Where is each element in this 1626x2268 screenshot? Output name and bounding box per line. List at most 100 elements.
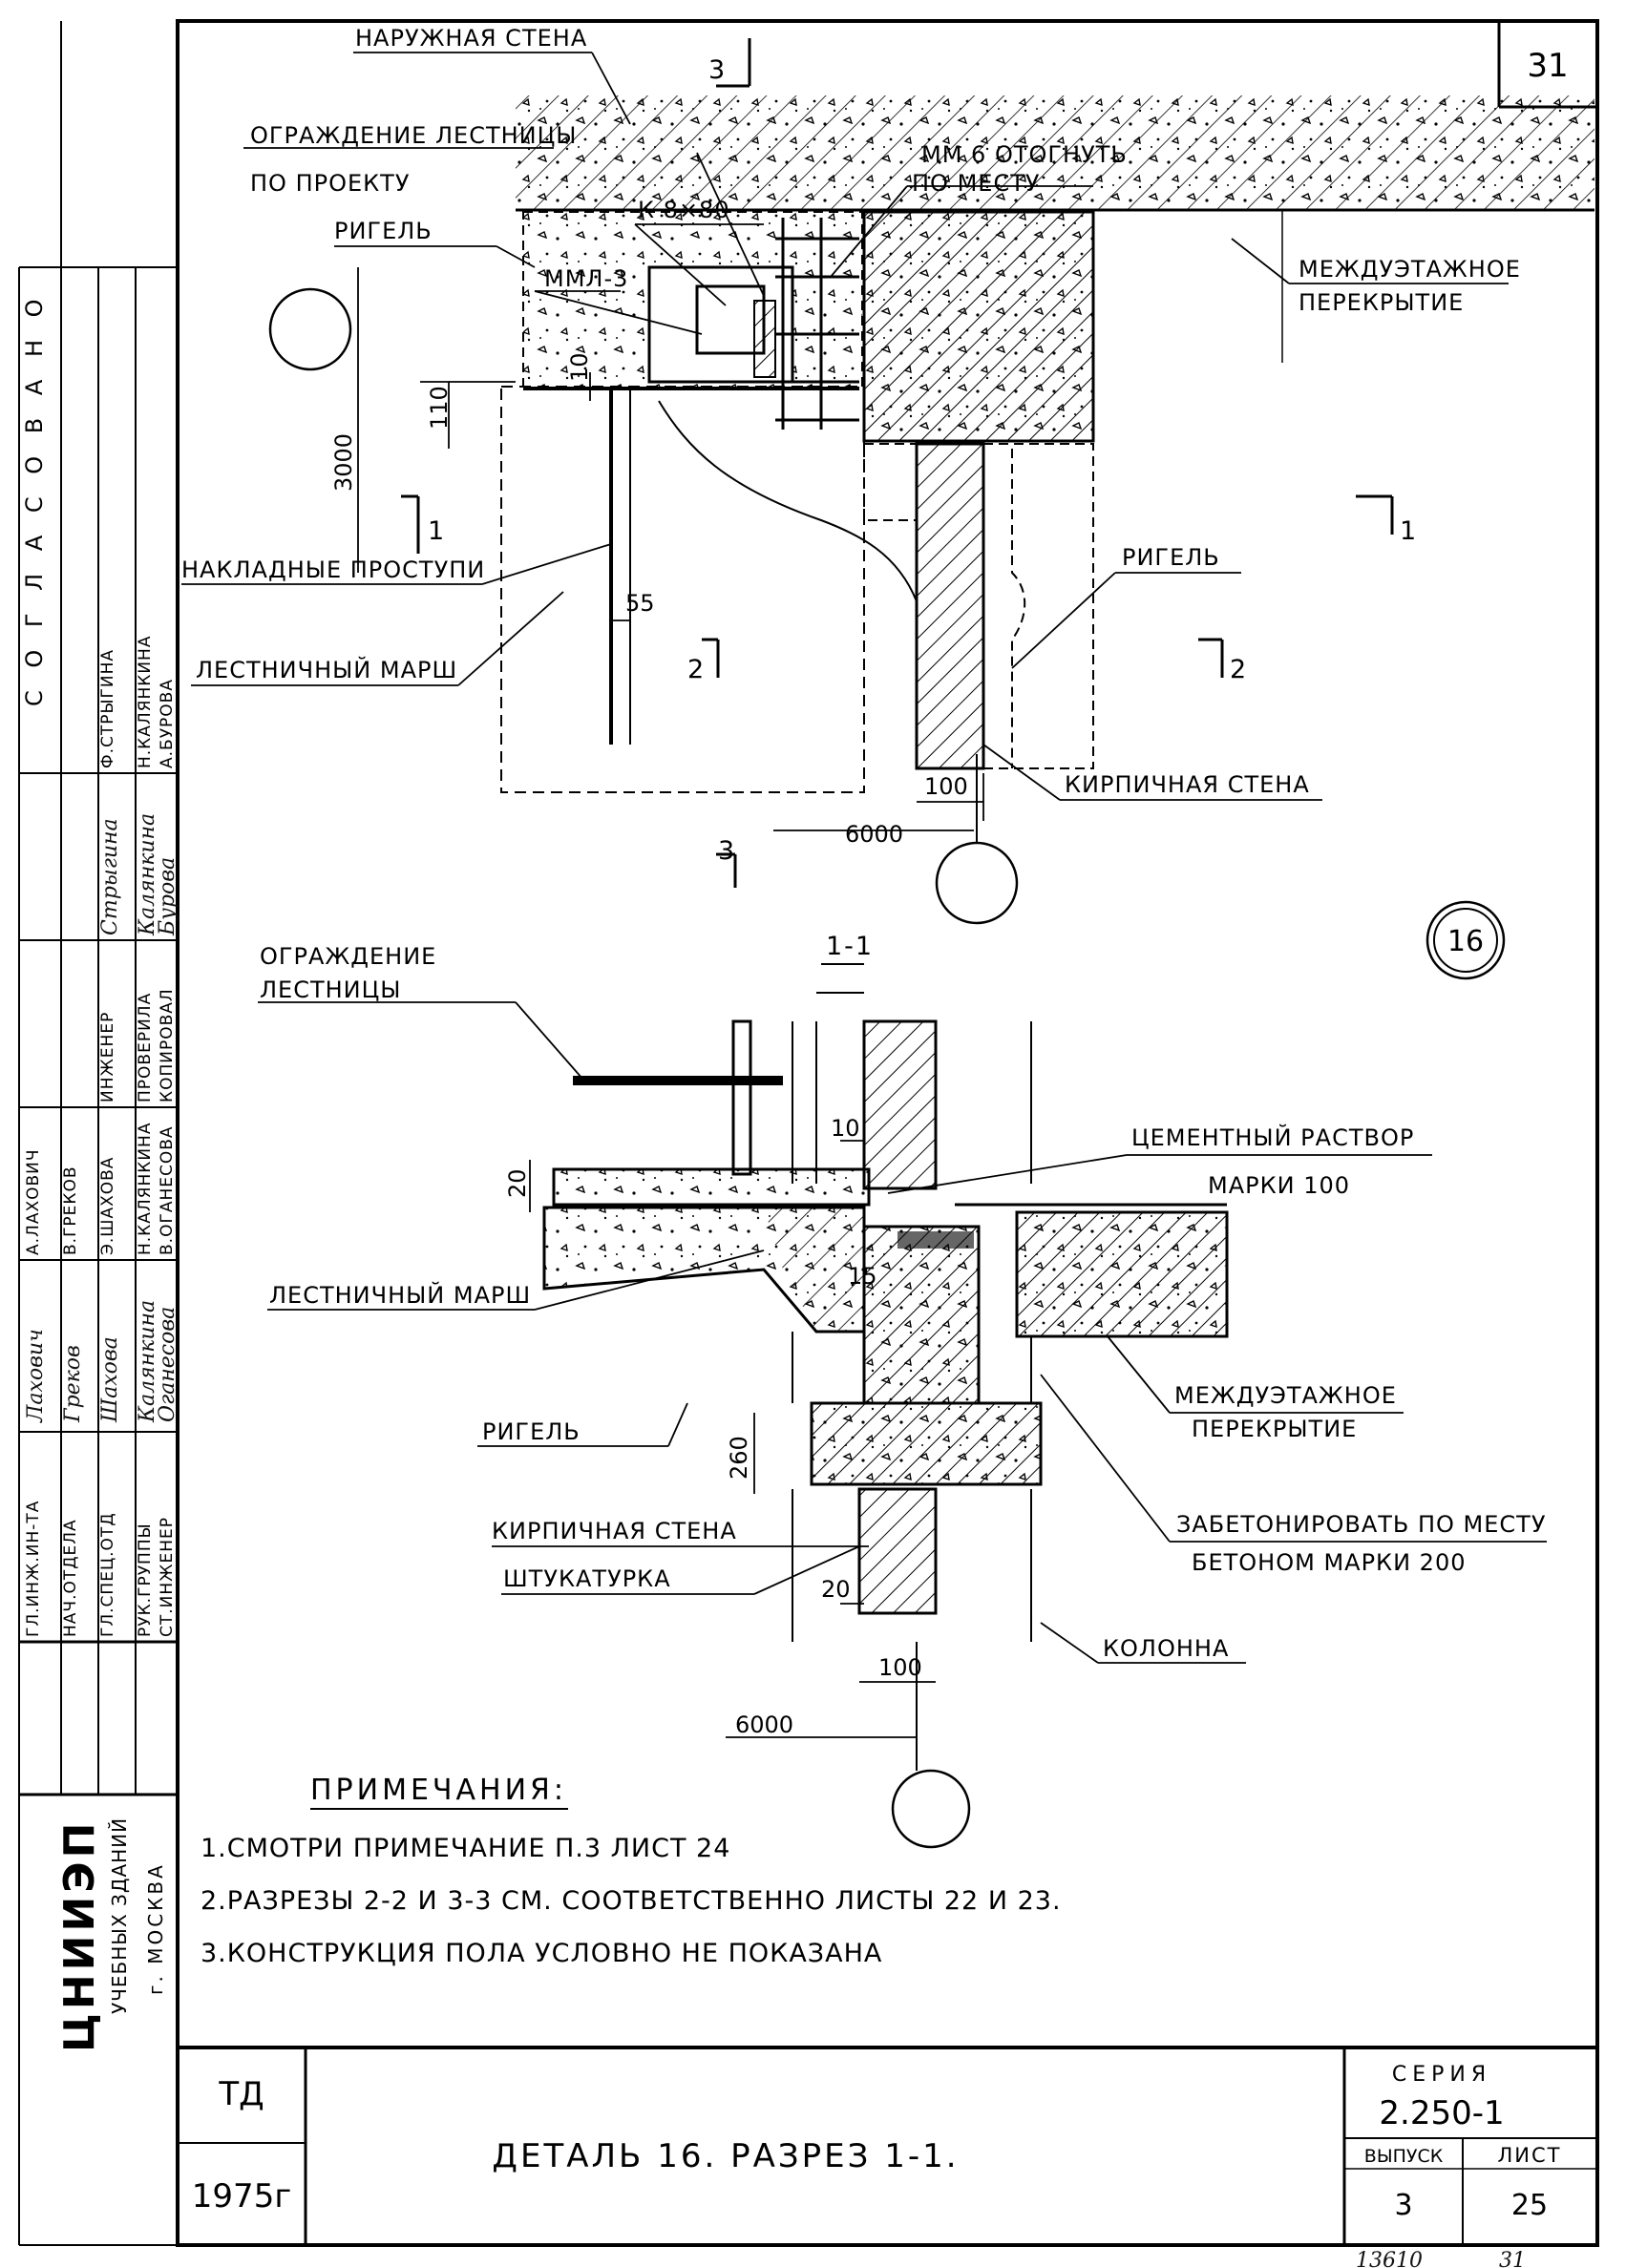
- signature-5: Стрыгина: [98, 818, 122, 935]
- sec-dim-20b: 20: [821, 1576, 851, 1603]
- signature-2: Шахова: [98, 1336, 122, 1423]
- label-floor-line1: МЕЖДУЭТАЖНОЕ: [1299, 256, 1521, 283]
- role-4: СТ.ИНЖЕНЕР: [158, 1517, 177, 1637]
- approval-stamp: С О Г Л А С О В А Н О: [21, 291, 48, 706]
- label-floor-line2: ПЕРЕКРЫТИЕ: [1299, 289, 1464, 316]
- detail-callout-id: 16: [1447, 925, 1484, 958]
- label-flight: ЛЕСТНИЧНЫЙ МАРШ: [196, 656, 457, 683]
- label-railing-line1: ОГРАЖДЕНИЕ ЛЕСТНИЦЫ: [250, 122, 577, 149]
- plan-view: 3 3 1 1 2 2 3000 110 10 55 100 6000: [181, 25, 1594, 925]
- org-logo: ЦНИИЭП: [55, 1819, 104, 2052]
- flight-top-layer: [552, 1167, 871, 1207]
- label-mm6-line2: ПО МЕСТУ: [912, 170, 1040, 197]
- section-dimensions: [529, 1140, 936, 1738]
- org-name: УЧЕБНЫХ ЗДАНИЙ: [108, 1817, 131, 2014]
- label-rigel2: РИГЕЛЬ: [1122, 544, 1220, 571]
- drawing-title: ДЕТАЛЬ 16. РАЗРЕЗ 1-1.: [492, 2137, 959, 2175]
- railing-post: [731, 1019, 752, 1176]
- role-3: РУК.ГРУППЫ: [136, 1522, 155, 1637]
- lower-brick-wall: [857, 1487, 938, 1615]
- sec-dim-15: 15: [848, 1263, 877, 1290]
- dim-3000: 3000: [330, 433, 357, 492]
- series-value: 2.250-1: [1379, 2094, 1504, 2132]
- name-2: Э.ШАХОВА: [98, 1157, 117, 1255]
- outer-wall-concrete: [516, 95, 1594, 210]
- signatures-table: ГЛ.ИНЖ.ИН-ТА НАЧ.ОТДЕЛА ГЛ.СПЕЦ.ОТД РУК.…: [24, 636, 179, 1637]
- embedded-plate: [753, 300, 776, 378]
- name2-0: Ф.СТРЫГИНА: [98, 649, 117, 768]
- section-leaders: [258, 1001, 1547, 1664]
- role-1: НАЧ.ОТДЕЛА: [61, 1519, 80, 1637]
- footer-page: 31: [1499, 2249, 1526, 2268]
- dim-100: 100: [924, 773, 968, 800]
- sec-label-rigel: РИГЕЛЬ: [482, 1418, 581, 1445]
- sheet-frame: [18, 19, 1599, 2247]
- stair-flight-plan: [500, 386, 865, 793]
- name-0: А.ЛАХОВИЧ: [24, 1148, 43, 1255]
- label-k8x80: К 8×80: [638, 197, 730, 223]
- name2-2: А.БУРОВА: [158, 679, 177, 768]
- name-1: В.ГРЕКОВ: [61, 1166, 80, 1255]
- break-line: [658, 400, 918, 602]
- dim-55: 55: [625, 590, 655, 617]
- sheet-label: ЛИСТ: [1498, 2144, 1562, 2167]
- dim-6000: 6000: [845, 821, 903, 848]
- signature-3: Калянкина: [136, 1300, 159, 1423]
- sec-dim-100: 100: [878, 1654, 922, 1681]
- section-marks-plan: [401, 38, 1394, 888]
- axis-bubble-left: [268, 287, 352, 371]
- section-title: 1-1: [826, 932, 874, 961]
- signature-4: Оганесова: [156, 1307, 179, 1422]
- label-rigel: РИГЕЛЬ: [334, 218, 433, 244]
- upper-wall: [862, 1019, 938, 1190]
- title-td: ТД: [218, 2075, 264, 2113]
- brick-wall-plan: [915, 442, 985, 770]
- role-0: ГЛ.ИНЖ.ИН-ТА: [24, 1501, 43, 1637]
- sec-label-concrete-line1: ЗАБЕТОНИРОВАТЬ ПО МЕСТУ: [1176, 1511, 1546, 1538]
- note-2: 2.РАЗРЕЗЫ 2-2 И 3-3 СМ. СООТВЕТСТВЕННО Л…: [201, 1886, 1062, 1916]
- role2-2: КОПИРОВАЛ: [158, 988, 177, 1102]
- note-3: 3.КОНСТРУКЦИЯ ПОЛА УСЛОВНО НЕ ПОКАЗАНА: [201, 1939, 882, 1968]
- dim-110: 110: [426, 386, 453, 430]
- side-panel: С О Г Л А С О В А Н О ЦНИИЭП УЧЕБНЫХ ЗДА…: [21, 291, 179, 2052]
- signature-7: Бурова: [156, 857, 179, 936]
- notes-title: ПРИМЕЧАНИЯ:: [310, 1774, 567, 1807]
- footer-inventory: 13610: [1356, 2249, 1423, 2268]
- role2-0: ИНЖЕНЕР: [98, 1012, 117, 1102]
- signature-0: Лахович: [24, 1329, 48, 1423]
- section-mark-2-right: 2: [1230, 655, 1248, 684]
- dim-10: 10: [566, 352, 593, 382]
- name2-1: Н.КАЛЯНКИНА: [136, 636, 155, 768]
- sec-label-floor-line1: МЕЖДУЭТАЖНОЕ: [1174, 1382, 1397, 1409]
- issue-value: 3: [1394, 2189, 1412, 2222]
- notes: ПРИМЕЧАНИЯ: 1.СМОТРИ ПРИМЕЧАНИЕ П.3 ЛИСТ…: [201, 1774, 1062, 1968]
- label-mml3: ММЛ-3: [544, 265, 628, 292]
- detail-callout-outer: [1425, 900, 1506, 980]
- sec-label-railing-line2: ЛЕСТНИЦЫ: [260, 976, 401, 1003]
- sec-dim-260: 260: [726, 1436, 752, 1480]
- axis-bubble-section: [891, 1769, 971, 1849]
- role2-1: ПРОВЕРИЛА: [136, 993, 155, 1102]
- sec-label-mortar-line1: ЦЕМЕНТНЫЙ РАСТВОР: [1131, 1124, 1414, 1151]
- section-mark-2-left: 2: [687, 655, 706, 684]
- sheet-value: 25: [1511, 2189, 1548, 2222]
- title-block: ТД 1975г ДЕТАЛЬ 16. РАЗРЕЗ 1-1. СЕРИЯ 2.…: [192, 2063, 1562, 2222]
- label-brick-wall: КИРПИЧНАЯ СТЕНА: [1065, 771, 1310, 798]
- role-2: ГЛ.СПЕЦ.ОТД: [98, 1512, 117, 1637]
- sec-label-railing-line1: ОГРАЖДЕНИЕ: [260, 943, 436, 970]
- sec-label-mortar-line2: МАРКИ 100: [1208, 1172, 1350, 1199]
- sheet-number: 31: [1527, 47, 1568, 85]
- label-railing-line2: ПО ПРОЕКТУ: [250, 170, 410, 197]
- sec-dim-20a: 20: [504, 1168, 531, 1198]
- note-1: 1.СМОТРИ ПРИМЕЧАНИЕ П.3 ЛИСТ 24: [201, 1834, 730, 1863]
- section-mark-1-left: 1: [428, 516, 446, 546]
- series-label: СЕРИЯ: [1392, 2063, 1491, 2087]
- label-outer-wall: НАРУЖНАЯ СТЕНА: [355, 25, 587, 52]
- sec-dim-6000: 6000: [735, 1712, 793, 1738]
- signature-1: Греков: [61, 1345, 85, 1423]
- issue-label: ВЫПУСК: [1364, 2146, 1444, 2167]
- rebar-cage: [775, 218, 859, 430]
- section-mark-1-right: 1: [1400, 516, 1418, 546]
- label-mm6-line1: ММ 6 ОТОГНУТЬ: [921, 141, 1128, 168]
